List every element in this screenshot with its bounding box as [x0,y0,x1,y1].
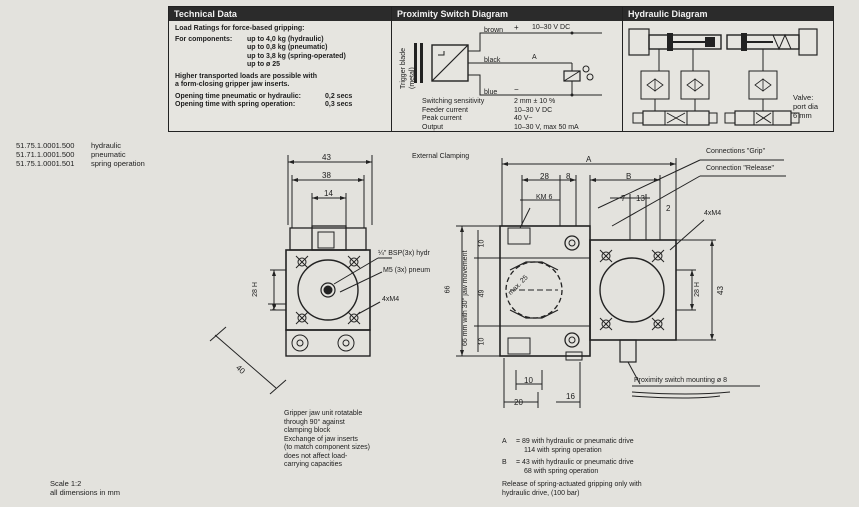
dim-28h-right: 28 H [693,282,701,297]
technical-data-panel: Technical Data Load Ratings for force-ba… [168,6,392,132]
dim-10-lower: 10 [524,376,533,385]
b-key: B [502,459,507,466]
part-type: spring operation [91,159,145,168]
dim-20: 20 [514,398,523,407]
wire-black-label: black [484,57,501,64]
spring-time-value: 0,3 secs [325,101,353,108]
m4-right-label: 4xM4 [704,210,722,217]
ab-notes: A= 89 with hydraulic or pneumatic drive … [502,438,642,498]
dim-b: B [626,172,632,181]
gripper-note-line: does not affect load- [284,452,348,460]
dim-16: 16 [566,392,575,401]
part-number: 51.75.1.0001.500 [16,141,75,150]
spec-label: Output [422,123,444,131]
part-number: 51.71.1.0001.500 [16,150,75,159]
spec-value: 40 V~ [514,115,533,122]
m5-label: M5 (3x) pneum [383,267,431,274]
dim-2-right: 2 [666,204,671,213]
opening-time-value: 0,2 secs [325,92,353,100]
load-line: up to 4,0 kg (hydraulic) [247,35,324,43]
release-note-2: hydraulic drive, (100 bar) [502,489,580,497]
load-note-1: Higher transported loads are possible wi… [175,72,317,80]
dim-43-right: 43 [715,286,725,295]
spec-value: 10–30 V, max 50 mA [514,123,579,131]
valve-line: 6 mm [793,111,812,120]
proximity-switch-schematic [414,31,602,97]
dim-28h-left: 28 H [251,282,259,297]
load-line: up to 3,8 kg (spring-operated) [247,52,346,60]
supply-voltage-label: 10–30 V DC [532,24,571,31]
scale-line-1: Scale 1:2 [50,479,82,488]
dim-43-left: 43 [322,153,331,162]
part-type: hydraulic [91,141,122,150]
dim-10-bottom: 10 [478,337,486,346]
technical-data-header: Technical Data [169,7,391,21]
plus-label: + [514,23,519,32]
a-line-1: = 89 with hydraulic or pneumatic drive [516,438,634,445]
spec-value: 2 mm ± 10 % [514,98,556,105]
part-number-list: 51.75.1.0001.500 hydraulic 51.71.1.0001.5… [16,141,145,168]
spring-time-label: Opening time with spring operation: [175,101,296,108]
dim-38: 38 [322,171,331,180]
scale-note: Scale 1:2 all dimensions in mm [50,479,120,497]
spec-label: Switching sensitivity [422,98,485,105]
gripper-note-line: Gripper jaw unit rotatable [284,410,363,417]
hydraulic-diagram-header: Hydraulic Diagram [623,7,833,21]
valve-line: port dia [793,102,819,111]
connection-release-label: Connection "Release" [706,165,775,172]
part-type: pneumatic [91,150,126,159]
dim-7: 7 [621,194,626,203]
valve-label: Valve: port dia 6 mm [793,93,818,120]
dim-8: 8 [566,172,571,181]
dim-49: 49 [478,289,486,298]
valve-line: Valve: [793,93,814,102]
load-note-2: a form-closing gripper jaw inserts. [175,81,290,88]
b-line-2: 68 with spring operation [524,467,599,475]
wire-blue-label: blue [484,89,498,96]
gripper-note-line: (to match component sizes) [284,444,370,451]
b-line-1: = 43 with hydraulic or pneumatic drive [516,459,634,466]
gripper-note-line: through 90° against [284,418,345,426]
release-note-1: Release of spring-actuated gripping only… [502,481,642,488]
proximity-switch-header: Proximity Switch Diagram [392,7,622,21]
proximity-specs: Switching sensitivity 2 mm ± 10 % Feeder … [422,98,620,132]
a-key: A [502,438,507,445]
m4-left-label: 4xM4 [382,296,400,303]
dim-13: 13 [636,194,645,203]
connections-grip-label: Connections "Grip" [706,148,766,155]
opening-time-label: Opening time pneumatic or hydraulic: [175,92,302,100]
gripper-note-line: Exchange of jaw inserts [284,435,358,443]
gripper-note-line: clamping block [284,427,331,434]
scale-line-2: all dimensions in mm [50,488,121,497]
hydraulic-schematic [628,28,818,126]
gripper-note-line: carrying capacities [284,461,342,468]
dim-2-left: 2 [272,303,277,312]
proximity-mount-label: Proximity switch mounting ø 8 [634,377,727,384]
external-clamping-label: External Clamping [412,153,470,160]
gripper-notes: Gripper jaw unit rotatable through 90° a… [284,410,370,470]
hydraulic-diagram-panel: Hydraulic Diagram [622,6,834,132]
spec-label: Feeder current [422,106,468,114]
load-line: up to 0,8 kg (pneumatic) [247,44,328,51]
wire-brown-label: brown [484,27,504,34]
part-number: 51.75.1.0001.501 [16,159,75,168]
bsp-label: ¼" BSP(3x) hydr [378,250,430,257]
jaw-movement-label: 66 mm with 30° jaw movement [462,250,469,346]
minus-label: − [514,85,519,94]
km6-label: KM 6 [536,194,553,201]
dim-10-top: 10 [478,239,486,248]
spec-value: 10–30 V DC [514,106,553,114]
dim-28: 28 [540,172,549,181]
dim-66: 66 [444,285,452,294]
proximity-switch-panel: Proximity Switch Diagram Trigger blade (… [391,6,623,132]
load-line: up to ø 25 [247,61,281,68]
dim-14: 14 [324,189,333,198]
components-label: For components: [175,35,233,43]
spec-label: Peak current [422,115,462,122]
load-ratings-title: Load Ratings for force-based gripping: [175,25,305,32]
dim-a: A [586,155,592,164]
output-a-label: A [532,54,537,61]
a-line-2: 114 with spring operation [524,446,602,454]
